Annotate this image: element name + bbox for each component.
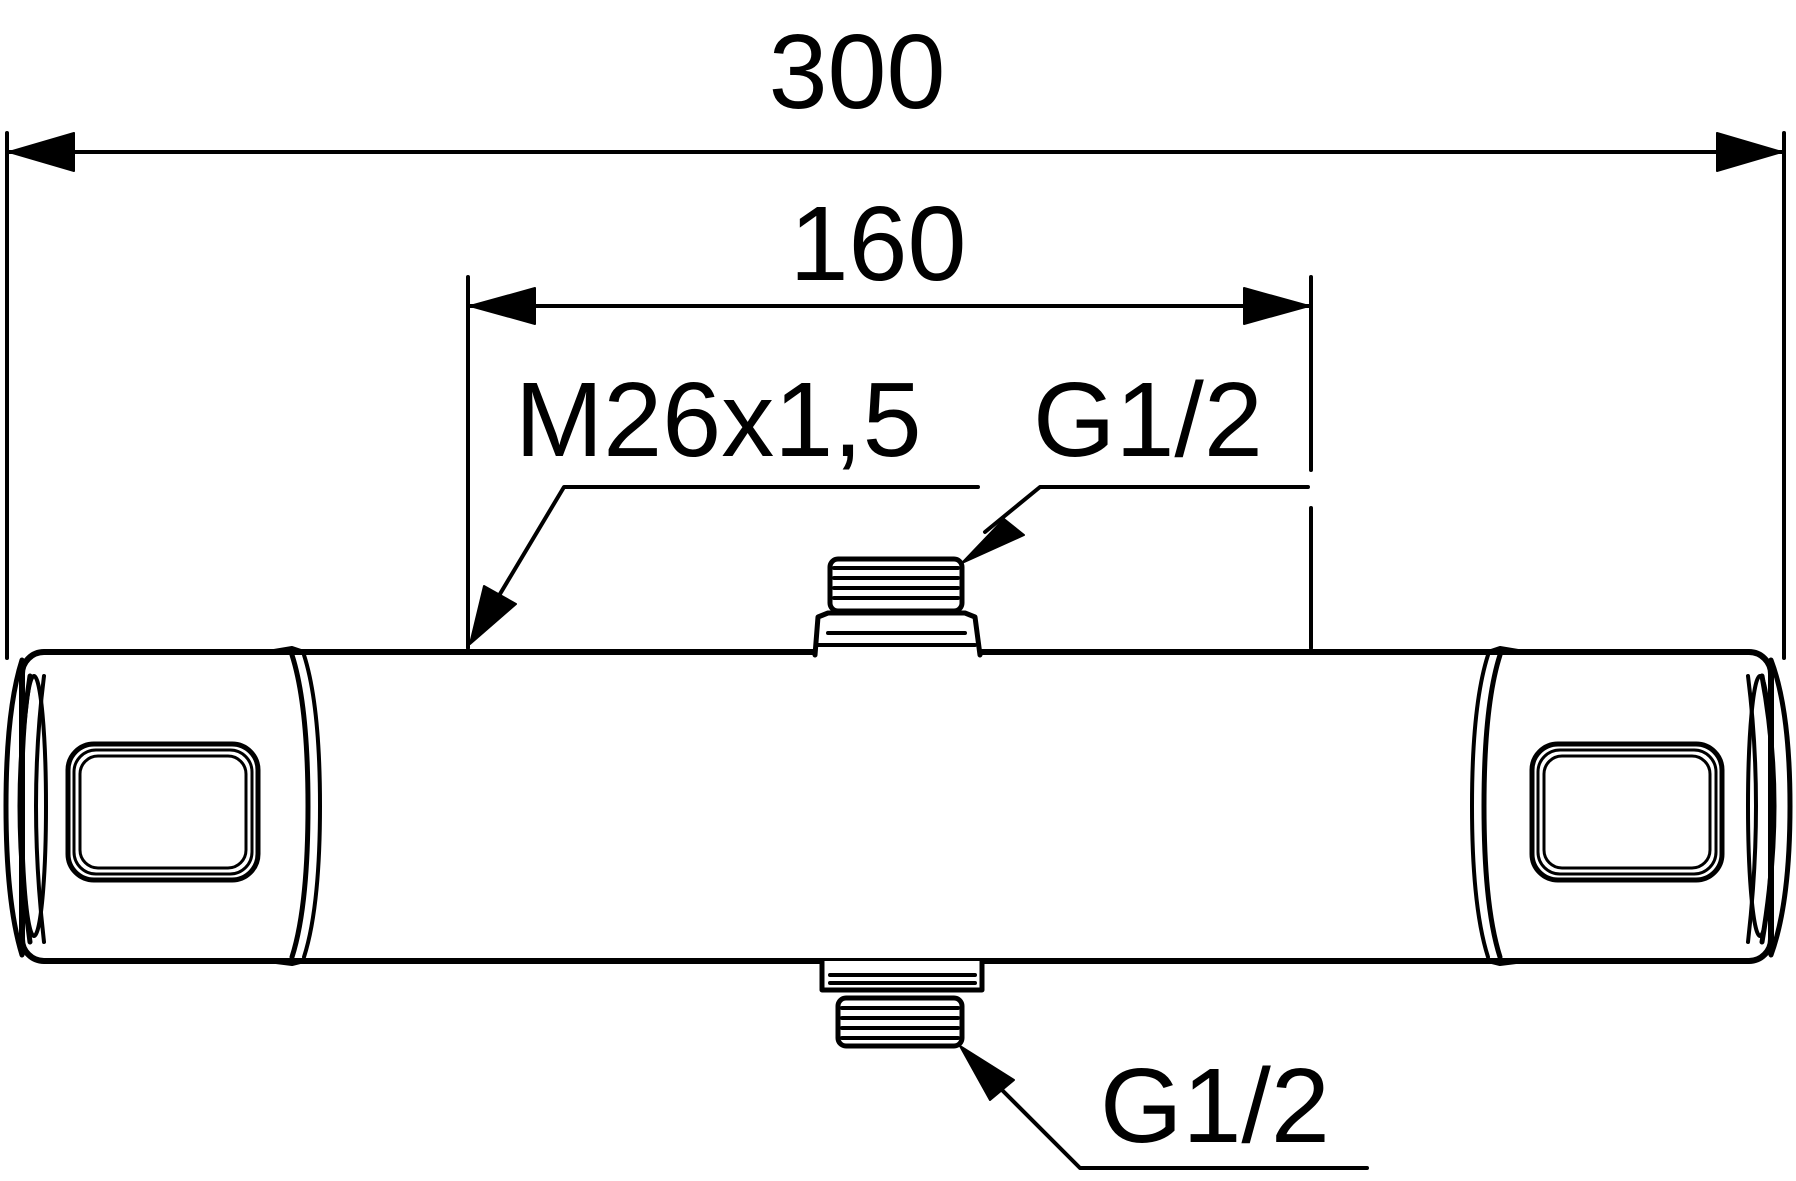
callout-bottom-label: G1/2 bbox=[1100, 1047, 1330, 1165]
outlet-spacing-label: 160 bbox=[790, 185, 967, 303]
right-handle-window bbox=[1529, 741, 1725, 883]
callout-thread-left-label: M26x1,5 bbox=[515, 361, 922, 479]
leader-bottom-g12 bbox=[959, 1045, 1369, 1170]
bottom-outlet-fitting bbox=[819, 958, 985, 1049]
right-collar bbox=[1470, 646, 1526, 966]
overall-width-dimension: 300 bbox=[5, 13, 1786, 660]
left-end-cap bbox=[3, 657, 48, 958]
spacing-arrow-left bbox=[469, 287, 536, 325]
leader-top-g12 bbox=[961, 485, 1310, 564]
left-collar bbox=[266, 646, 322, 966]
overall-arrow-right bbox=[1716, 132, 1783, 172]
leader-m26 bbox=[469, 485, 980, 645]
outlet-spacing-dimension: 160 bbox=[466, 185, 1313, 650]
overall-width-label: 300 bbox=[769, 13, 946, 131]
body-main-tube bbox=[19, 649, 1774, 964]
spacing-arrow-right bbox=[1243, 287, 1310, 325]
valve-body bbox=[3, 646, 1793, 966]
callout-thread-right-label: G1/2 bbox=[1033, 361, 1263, 479]
overall-arrow-left bbox=[8, 132, 75, 172]
left-handle-window bbox=[65, 741, 261, 883]
top-outlet-fitting bbox=[812, 556, 983, 658]
right-end-cap bbox=[1746, 657, 1793, 958]
